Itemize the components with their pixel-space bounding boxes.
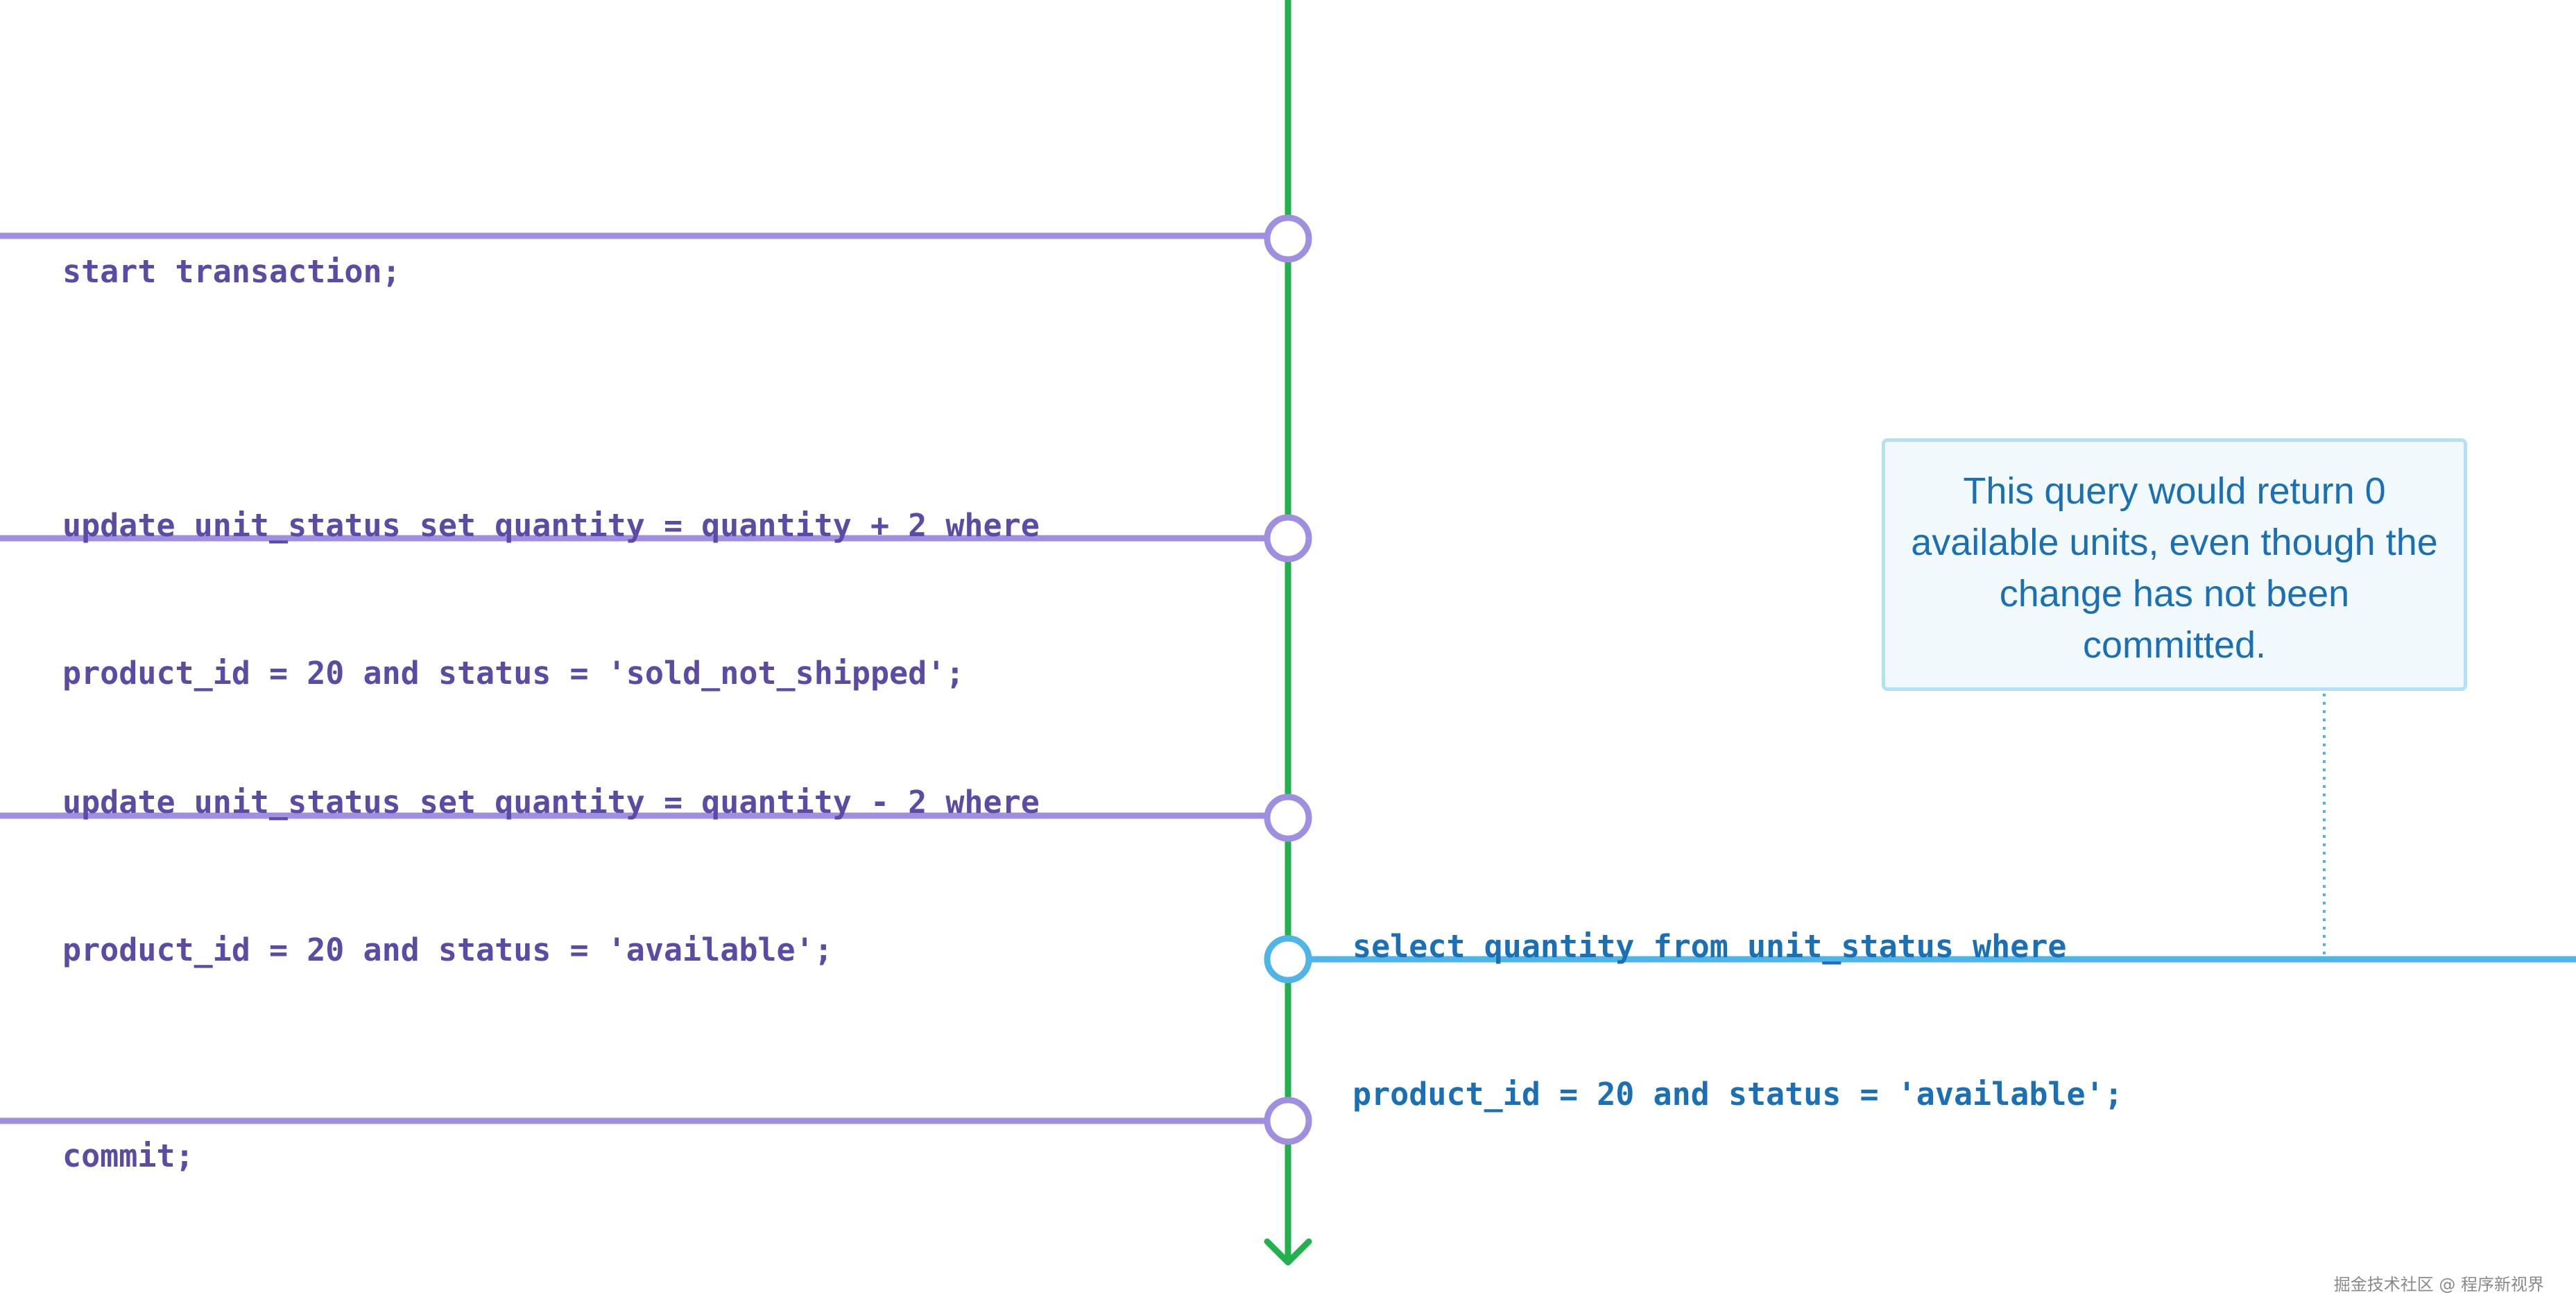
code-line: select quantity from unit_status where [1353, 928, 2067, 965]
txn-a-node-2 [1264, 514, 1312, 563]
txn-b-node-1 [1264, 935, 1312, 984]
txn-a-node-3 [1264, 793, 1312, 842]
watermark: 掘金技术社区 @ 程序新视界 [2333, 1275, 2544, 1294]
txn-a-step-3: update unit_status set quantity = quanti… [62, 679, 1040, 1024]
txn-a-step-1: start transaction; [62, 148, 401, 345]
time-axis-arrowhead [1264, 1238, 1312, 1266]
code-line: start transaction; [62, 253, 401, 290]
txn-a-step-2: update unit_status set quantity = quanti… [62, 402, 1040, 747]
txn-a-step-4: commit; [62, 1033, 194, 1230]
code-line: product_id = 20 and status = 'sold_not_s… [62, 655, 965, 692]
code-line: commit; [62, 1138, 194, 1174]
txn-b-step-1: select quantity from unit_status where p… [1353, 823, 2123, 1168]
code-line: update unit_status set quantity = quanti… [62, 507, 1040, 544]
txn-a-node-4 [1264, 1097, 1312, 1145]
code-line: product_id = 20 and status = 'available'… [1353, 1076, 2123, 1113]
code-line: product_id = 20 and status = 'available'… [62, 932, 833, 968]
txn-a-node-1 [1264, 214, 1312, 263]
annotation-note: This query would return 0 available unit… [1882, 438, 2467, 691]
code-line: update unit_status set quantity = quanti… [62, 784, 1040, 821]
annotation-note-text: This query would return 0 available unit… [1911, 470, 2438, 666]
